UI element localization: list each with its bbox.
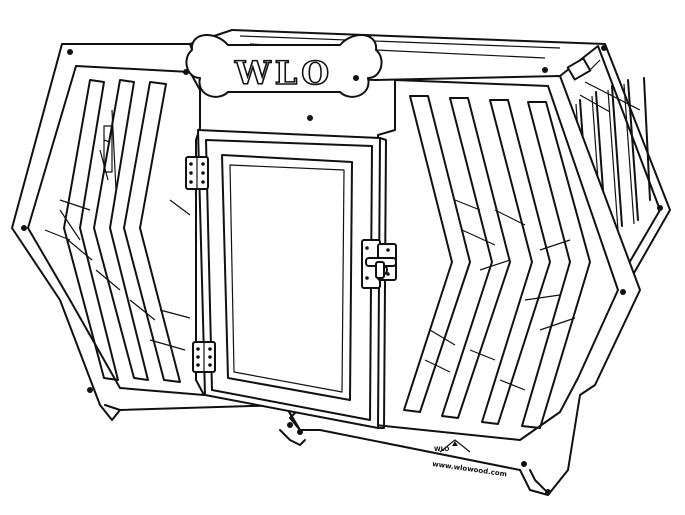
brand-mark-text: WLO [434,446,449,453]
crate-door[interactable] [198,130,386,428]
bone-sign: WLO [186,35,381,97]
top-hinge [186,157,208,189]
door-latch[interactable] [362,240,396,288]
bottom-hinge [193,342,215,372]
sign-text: WLO [234,54,333,92]
right-slat-panel [404,96,590,428]
left-slat-panel [45,80,190,382]
screw-dots [21,49,626,495]
